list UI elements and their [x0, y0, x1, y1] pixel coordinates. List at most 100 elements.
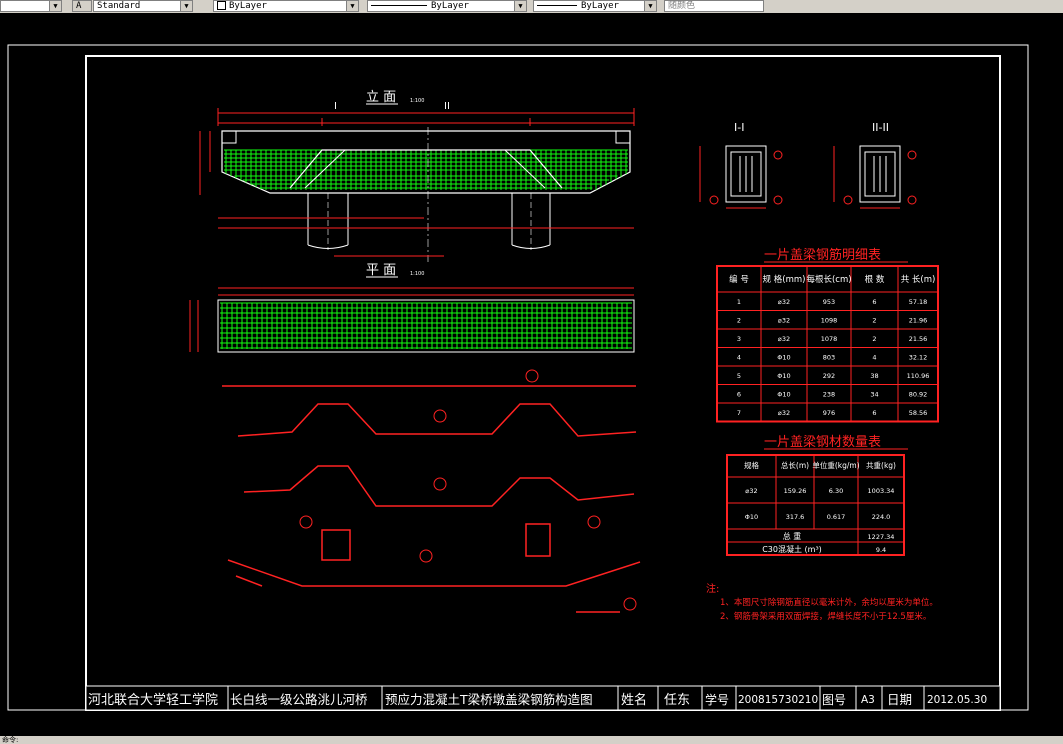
- material-table-header: 总长(m): [781, 460, 809, 470]
- chevron-down-icon: ▼: [49, 1, 61, 11]
- rebar-table-cell: 3: [737, 335, 741, 343]
- title-block: 河北联合大学轻工学院 长白线一级公路洮儿河桥 预应力混凝土T梁桥墩盖梁钢筋构造图…: [85, 685, 1001, 711]
- section-mark-2: II: [444, 101, 450, 112]
- section-2-view: II-II: [833, 121, 917, 209]
- sheet-value: A3: [861, 694, 875, 706]
- rebar-table-cell: 6: [737, 391, 741, 399]
- drawing-svg: 立 面 1:100 I II: [7, 44, 1029, 711]
- rebar-table-cell: ⌀32: [778, 317, 790, 325]
- total-weight-value: 1227.34: [868, 533, 895, 541]
- rebar-table-cell: 57.18: [909, 298, 928, 306]
- drawing-name: 预应力混凝土T梁桥墩盖梁钢筋构造图: [385, 692, 593, 707]
- rebar-table-cell: 2: [737, 317, 741, 325]
- rebar-table-cell: 21.56: [909, 335, 928, 343]
- column-left: [307, 193, 349, 250]
- rebar-table-cell: 1078: [821, 335, 838, 343]
- chevron-down-icon: ▼: [644, 1, 656, 11]
- rebar-table-cell: 58.56: [909, 409, 928, 417]
- rebar-table-cell: Φ10: [777, 354, 790, 362]
- rebar-table-cell: 21.96: [909, 317, 928, 325]
- command-line[interactable]: 命令:: [0, 736, 1063, 744]
- notes-heading: 注:: [706, 582, 719, 595]
- section-1-view: I-I: [699, 121, 783, 209]
- material-table-cell: 224.0: [872, 513, 891, 521]
- material-table-header: 规格: [744, 460, 759, 470]
- plan-title: 平 面: [366, 263, 396, 278]
- rebar-table-header: 编 号: [729, 274, 749, 285]
- material-table-header: 单位重(kg/m): [812, 460, 859, 470]
- layer-select[interactable]: ByLayer ▼: [213, 0, 359, 12]
- properties-toolbar: ▼ A Standard ▼ ByLayer ▼ ByLayer ▼ ByLay…: [0, 0, 1063, 14]
- id-label: 学号: [705, 692, 729, 707]
- material-table-cell: 159.26: [784, 487, 807, 495]
- rebar-table-title: 一片盖梁钢筋明细表: [764, 247, 881, 263]
- date-label: 日期: [887, 692, 912, 707]
- project-name: 长白线一级公路洮儿河桥: [230, 692, 368, 707]
- section-2-title: II-II: [872, 121, 889, 134]
- rebar-table-cell: 4: [737, 354, 741, 362]
- rebar-table-cell: 5: [737, 372, 741, 380]
- chevron-down-icon: ▼: [180, 1, 192, 11]
- rebar-detail-drawings: [222, 369, 641, 613]
- rebar-table-cell: 1: [737, 298, 741, 306]
- notes: 注: 1、本图尺寸除钢筋直径以毫米计外，余均以厘米为单位。 2、钢筋骨架采用双面…: [706, 582, 938, 622]
- rebar-table-cell: 292: [823, 372, 835, 380]
- material-table-header: 共重(kg): [866, 461, 896, 470]
- total-weight-label: 总 重: [783, 531, 802, 541]
- material-table-cell: 6.30: [829, 487, 843, 495]
- note-1: 1、本图尺寸除钢筋直径以毫米计外，余均以厘米为单位。: [720, 597, 938, 608]
- rebar-table-cell: 6: [872, 409, 876, 417]
- rebar-table-header: 规 格(mm): [763, 274, 806, 285]
- rebar-table-cell: 38: [870, 372, 878, 380]
- concrete-value: 9.4: [876, 546, 886, 554]
- sheet-label: 图号: [822, 693, 846, 707]
- linetype-select[interactable]: ByLayer ▼: [367, 0, 527, 12]
- school-name: 河北联合大学轻工学院: [88, 692, 218, 708]
- rebar-table-cell: 4: [872, 354, 876, 362]
- plot-style-select[interactable]: 随颜色: [664, 0, 764, 12]
- plan-scale: 1:100: [410, 271, 424, 277]
- elevation-title: 立 面: [366, 90, 396, 105]
- rebar-table-cell: 976: [823, 409, 835, 417]
- plan-view: 平 面 1:100: [189, 263, 635, 353]
- line-preview-icon: [537, 5, 577, 6]
- name-label: 姓名: [621, 692, 647, 708]
- rebar-table-header: 共 长(m): [901, 274, 936, 285]
- id-value: 200815730210: [738, 694, 818, 706]
- line-preview-icon: [371, 5, 427, 6]
- rebar-table-cell: 80.92: [909, 391, 928, 399]
- lineweight-select[interactable]: ByLayer ▼: [533, 0, 657, 12]
- material-table-cell: 0.617: [827, 513, 846, 521]
- color-swatch-icon: [217, 1, 226, 10]
- rebar-table-cell: 7: [737, 409, 741, 417]
- rebar-table-cell: ⌀32: [778, 335, 790, 343]
- rebar-table-header: 每根长(cm): [806, 274, 851, 285]
- rebar-table-cell: ⌀32: [778, 409, 790, 417]
- material-table: 一片盖梁钢材数量表 规格 总长(m)单位重(kg/m) 共重(kg) ⌀32 159.2…: [726, 435, 908, 556]
- rebar-table-cell: 2: [872, 317, 876, 325]
- section-1-title: I-I: [734, 121, 744, 134]
- rebar-table-cell: ⌀32: [778, 298, 790, 306]
- rebar-table-cell: 32.12: [909, 354, 928, 362]
- date-value: 2012.05.30: [927, 694, 987, 706]
- elevation-scale: 1:100: [410, 98, 424, 104]
- elevation-rebar-mesh: [224, 149, 628, 190]
- rebar-table-cell: 953: [823, 298, 835, 306]
- note-2: 2、钢筋骨架采用双面焊接，焊缝长度不小于12.5厘米。: [720, 611, 931, 622]
- rebar-table-cell: 110.96: [907, 372, 930, 380]
- text-style-dropdown[interactable]: ▼: [0, 0, 62, 12]
- drawing-canvas[interactable]: 立 面 1:100 I II: [0, 13, 1063, 736]
- text-style-select[interactable]: Standard ▼: [93, 0, 193, 12]
- text-style-icon[interactable]: A: [72, 0, 92, 12]
- rebar-table-cell: Φ10: [777, 372, 790, 380]
- chevron-down-icon: ▼: [346, 1, 358, 11]
- rebar-detail-table: 一片盖梁钢筋明细表 编 号规 格(mm)每根长(cm)根 数共 长(m)1⌀32…: [716, 247, 939, 423]
- rebar-table-cell: 803: [823, 354, 835, 362]
- material-table-cell: ⌀32: [745, 487, 757, 495]
- plan-outline: [217, 299, 635, 353]
- rebar-table-cell: Φ10: [777, 391, 790, 399]
- rebar-table-cell: 34: [870, 391, 878, 399]
- material-table-title: 一片盖梁钢材数量表: [764, 435, 881, 450]
